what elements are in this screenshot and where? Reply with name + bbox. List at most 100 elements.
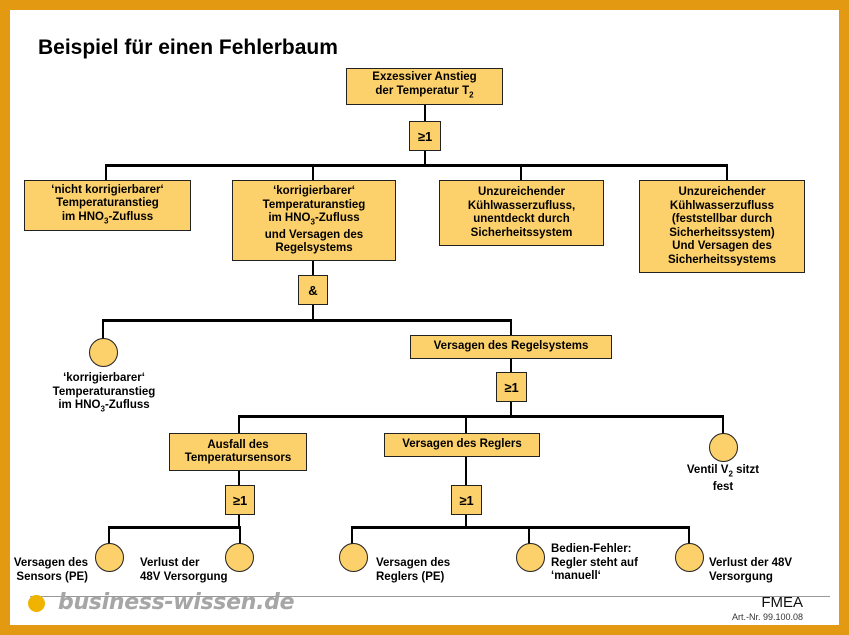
- text-line: Sicherheitssystem: [470, 226, 573, 239]
- article-number: Art.-Nr. 99.100.08: [731, 612, 803, 622]
- text-line: Temperaturanstieg: [56, 197, 159, 210]
- text-line: (feststellbar durch: [671, 213, 773, 225]
- connector: [510, 400, 512, 417]
- text-line: Ventil V2 sitzt: [686, 464, 760, 479]
- or-gate-regelsystem: ≥1: [496, 372, 527, 402]
- connector: [351, 526, 690, 529]
- text-line: Verlust der: [140, 557, 200, 569]
- connector: [108, 526, 241, 529]
- logo-dot-icon: [28, 595, 45, 612]
- text-line: Sensors (PE): [16, 570, 88, 583]
- connector: [105, 164, 107, 181]
- text-line: ‘korrigierbarer‘: [63, 372, 145, 384]
- text-line: im HNO3-Zufluss: [58, 399, 150, 414]
- text-line: Versorgung: [709, 570, 773, 583]
- basic-event-circle: [95, 543, 124, 572]
- basic-event-label-sensor-pe: Versagen des Sensors (PE): [10, 557, 88, 584]
- connector: [108, 526, 110, 544]
- connector: [102, 319, 104, 339]
- connector: [238, 514, 240, 528]
- event-box-ausfall-sensor: Ausfall des Temperatursensors: [169, 433, 307, 471]
- basic-event-label-bedien-fehler: Bedien-Fehler: Regler steht auf ‘manuell…: [551, 543, 638, 584]
- text-line: Versagen des Regelsystems: [433, 340, 589, 353]
- text-line: Versagen des Reglers: [402, 438, 522, 451]
- basic-event-label-verlust-1: Verlust der 48V Versorgung: [140, 557, 228, 584]
- slide: Beispiel für einen Fehlerbaum Exzessiver…: [10, 10, 839, 625]
- text-line: ‘korrigierbarer‘: [273, 185, 355, 198]
- top-event-line2: der Temperatur T2: [375, 84, 474, 100]
- text-line: Regelsystems: [275, 242, 353, 255]
- text-line: Unzureichender: [678, 186, 766, 198]
- page-title: Beispiel für einen Fehlerbaum: [38, 36, 338, 59]
- logo: business-wissen.de: [58, 590, 295, 615]
- connector: [312, 304, 314, 321]
- text-line: Kühlwasserzufluss,: [467, 199, 576, 212]
- text-line: unentdeckt durch: [473, 213, 570, 225]
- basic-event-label-verlust-2: Verlust der 48V Versorgung: [709, 557, 792, 584]
- text-line: Verlust der 48V: [709, 557, 793, 569]
- connector: [312, 260, 314, 276]
- text-line: Bedien-Fehler:: [551, 543, 632, 555]
- connector: [424, 104, 426, 128]
- connector: [424, 150, 426, 166]
- basic-event-label: ‘korrigierbarer‘ Temperaturanstieg im HN…: [48, 372, 160, 416]
- connector: [105, 164, 728, 167]
- basic-event-label-regler-pe: Versagen des Reglers (PE): [376, 557, 450, 584]
- footer-divider: [30, 596, 830, 597]
- event-box-kuehlwasser-unentdeckt: Unzureichender Kühlwasserzufluss, unentd…: [439, 180, 604, 246]
- event-box-versagen-regelsystem: Versagen des Regelsystems: [410, 335, 612, 359]
- text-line: Regler steht auf: [551, 556, 638, 569]
- text-line: Versagen des: [13, 557, 88, 569]
- text-line: Kühlwasserzufluss: [669, 199, 775, 212]
- basic-event-circle: [709, 433, 738, 462]
- text-line: Temperatursensors: [184, 452, 292, 464]
- product-label: FMEA: [761, 594, 803, 611]
- event-box-nicht-korrigierbar: ‘nicht korrigierbarer‘ Temperaturanstieg…: [24, 180, 191, 231]
- text-line: Unzureichender: [478, 186, 565, 198]
- basic-event-circle: [339, 543, 368, 572]
- connector: [238, 470, 240, 486]
- text-line: Temperaturanstieg: [52, 385, 156, 398]
- text-line: ‘nicht korrigierbarer‘: [51, 183, 164, 196]
- event-box-kuehlwasser-feststellbar: Unzureichender Kühlwasserzufluss (festst…: [639, 180, 805, 273]
- connector: [312, 164, 314, 181]
- text-line: Temperaturanstieg: [262, 198, 366, 211]
- connector: [465, 415, 467, 434]
- connector: [238, 415, 724, 418]
- text-line: im HNO3-Zufluss: [61, 210, 154, 225]
- text-line: und Versagen des: [264, 228, 364, 241]
- connector: [239, 526, 241, 544]
- connector: [351, 526, 353, 544]
- or-gate-sensor: ≥1: [225, 485, 255, 515]
- text-line: Sicherheitssystem): [669, 226, 775, 239]
- or-gate-top: ≥1: [409, 121, 441, 151]
- event-box-korrigierbar: ‘korrigierbarer‘ Temperaturanstieg im HN…: [232, 180, 396, 261]
- basic-event-circle: [89, 338, 118, 367]
- connector: [510, 358, 512, 374]
- or-gate-regler: ≥1: [451, 485, 482, 515]
- text-line: Versagen des: [376, 557, 451, 569]
- connector: [528, 526, 530, 544]
- basic-event-label-ventil: Ventil V2 sitzt fest: [670, 464, 776, 494]
- text-line: 48V Versorgung: [140, 570, 228, 583]
- connector: [465, 514, 467, 528]
- text-line: im HNO3-Zufluss: [268, 212, 360, 227]
- connector: [722, 415, 724, 435]
- and-gate: &: [298, 275, 328, 305]
- top-event-box: Exzessiver Anstieg der Temperatur T2: [346, 68, 503, 105]
- top-event-line1: Exzessiver Anstieg: [372, 71, 477, 84]
- connector: [726, 164, 728, 181]
- connector: [510, 319, 512, 336]
- text-line: Und Versagen des: [672, 240, 772, 252]
- text-line: fest: [712, 480, 734, 493]
- connector: [688, 526, 690, 544]
- text-line: ‘manuell‘: [551, 570, 601, 582]
- text-line: Sicherheitssystems: [667, 253, 777, 266]
- basic-event-circle: [675, 543, 704, 572]
- basic-event-circle: [516, 543, 545, 572]
- connector: [238, 415, 240, 434]
- text-line: Reglers (PE): [376, 570, 445, 583]
- connector: [465, 446, 467, 486]
- connector: [520, 164, 522, 181]
- basic-event-circle: [225, 543, 254, 572]
